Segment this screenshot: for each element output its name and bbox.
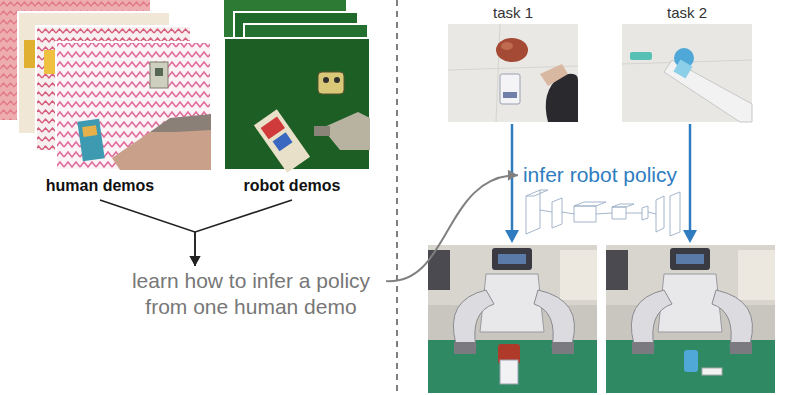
- arrow-head: [508, 170, 518, 181]
- demo-label-text: human demos: [46, 176, 154, 196]
- human-demo-photos: [150, 62, 168, 88]
- task-1-photo: [540, 64, 568, 86]
- network-sketch: [670, 192, 680, 236]
- robot-photo-1: [498, 254, 526, 264]
- robot-photo-1: [428, 245, 597, 393]
- network-sketch: [626, 213, 642, 214]
- connector: [100, 200, 195, 266]
- robot-photo-2: [670, 248, 710, 270]
- task-1-photo: [448, 24, 578, 122]
- network-sketch: [562, 212, 574, 214]
- robot-demo-photos: [254, 109, 310, 173]
- learning-caption: learn how to infer a policy from one hum…: [120, 268, 382, 321]
- arrow-head: [190, 256, 201, 266]
- network-sketch: [656, 196, 664, 232]
- task-1-photo: [500, 74, 520, 104]
- task-2-photo: [664, 60, 752, 122]
- network-sketch: [526, 190, 540, 234]
- dashed-separator: [396, 0, 398, 395]
- task-1-photo: [501, 42, 513, 50]
- human-demo-photos: [82, 125, 97, 137]
- demo-label: human demos: [46, 176, 154, 196]
- robot-photo-2: [684, 350, 698, 372]
- robot-photo-2: [632, 342, 654, 354]
- network-sketch: [574, 206, 596, 222]
- robot-demo-photos: [334, 77, 340, 83]
- robot-photo-2: [730, 342, 752, 354]
- human-demo-photos: [56, 42, 211, 170]
- human-demo-photos: [112, 128, 211, 170]
- robot-photo-1: [428, 245, 597, 393]
- inference-arrows: [683, 230, 697, 243]
- network-sketch: [552, 198, 562, 228]
- task-label: task 1: [493, 4, 533, 23]
- robot-photo-2: [606, 340, 775, 393]
- robot-photo-2: [606, 245, 775, 393]
- demo-label-text: robot demos: [244, 176, 341, 196]
- robot-photo-1: [552, 342, 574, 354]
- network-sketch: [648, 212, 656, 214]
- robot-demo-photos: [318, 72, 344, 94]
- learning-caption-text: learn how to infer a policy from one hum…: [120, 268, 382, 321]
- robot-photo-1: [454, 342, 476, 354]
- task-label: task 2: [667, 4, 707, 23]
- demo-label: robot demos: [244, 176, 341, 196]
- connector: [195, 200, 292, 266]
- network-sketch: [574, 202, 606, 206]
- human-demo-photos: [155, 68, 163, 76]
- inference-arrows: [689, 124, 692, 232]
- robot-photo-2: [606, 250, 628, 290]
- task-1-photo: [448, 24, 578, 122]
- arrow-head: [190, 256, 201, 266]
- robot-photo-1: [560, 250, 597, 300]
- robot-photo-1: [534, 290, 574, 348]
- robot-photo-1: [453, 290, 494, 348]
- robot-photo-2: [702, 368, 722, 375]
- human-demo-photos: [0, 0, 211, 170]
- robot-photo-2: [738, 250, 775, 300]
- network-sketch: [526, 190, 548, 196]
- network-sketch: [596, 213, 612, 214]
- inference-arrows: [505, 124, 697, 243]
- network-sketch: [642, 206, 648, 220]
- task-1-photo: [496, 24, 500, 122]
- robot-photo-1: [500, 360, 518, 384]
- human-demo-photos: [77, 119, 104, 162]
- robot-demo-photos: [273, 132, 293, 151]
- robot-photo-2: [676, 254, 704, 264]
- robot-photo-2: [712, 290, 752, 348]
- inference-arrows: [505, 230, 519, 243]
- task-2-photo: [622, 24, 752, 122]
- task-label-text: task 2: [667, 4, 707, 23]
- robot-demo-photos: [224, 0, 370, 173]
- task-1-photo: [496, 38, 528, 62]
- connector: [386, 175, 518, 281]
- network-sketch: [540, 210, 552, 212]
- network-sketch: [526, 190, 680, 236]
- robot-photo-1: [492, 248, 532, 270]
- robot-demo-photos: [314, 126, 330, 136]
- task-2-photo: [673, 59, 692, 78]
- human-demo-photos: [150, 114, 211, 132]
- robot-photo-1: [428, 340, 597, 393]
- robot-photo-2: [631, 290, 672, 348]
- task-2-photo: [630, 52, 652, 60]
- task-1-photo: [503, 92, 517, 98]
- network-sketch: [612, 204, 634, 219]
- robot-photo-2: [606, 245, 775, 393]
- robot-demo-photos: [323, 77, 329, 83]
- inference-label-text: infer robot policy: [523, 162, 677, 188]
- task-label-text: task 1: [493, 4, 533, 23]
- task-2-photo: [622, 24, 752, 122]
- inference-label: infer robot policy: [523, 162, 677, 188]
